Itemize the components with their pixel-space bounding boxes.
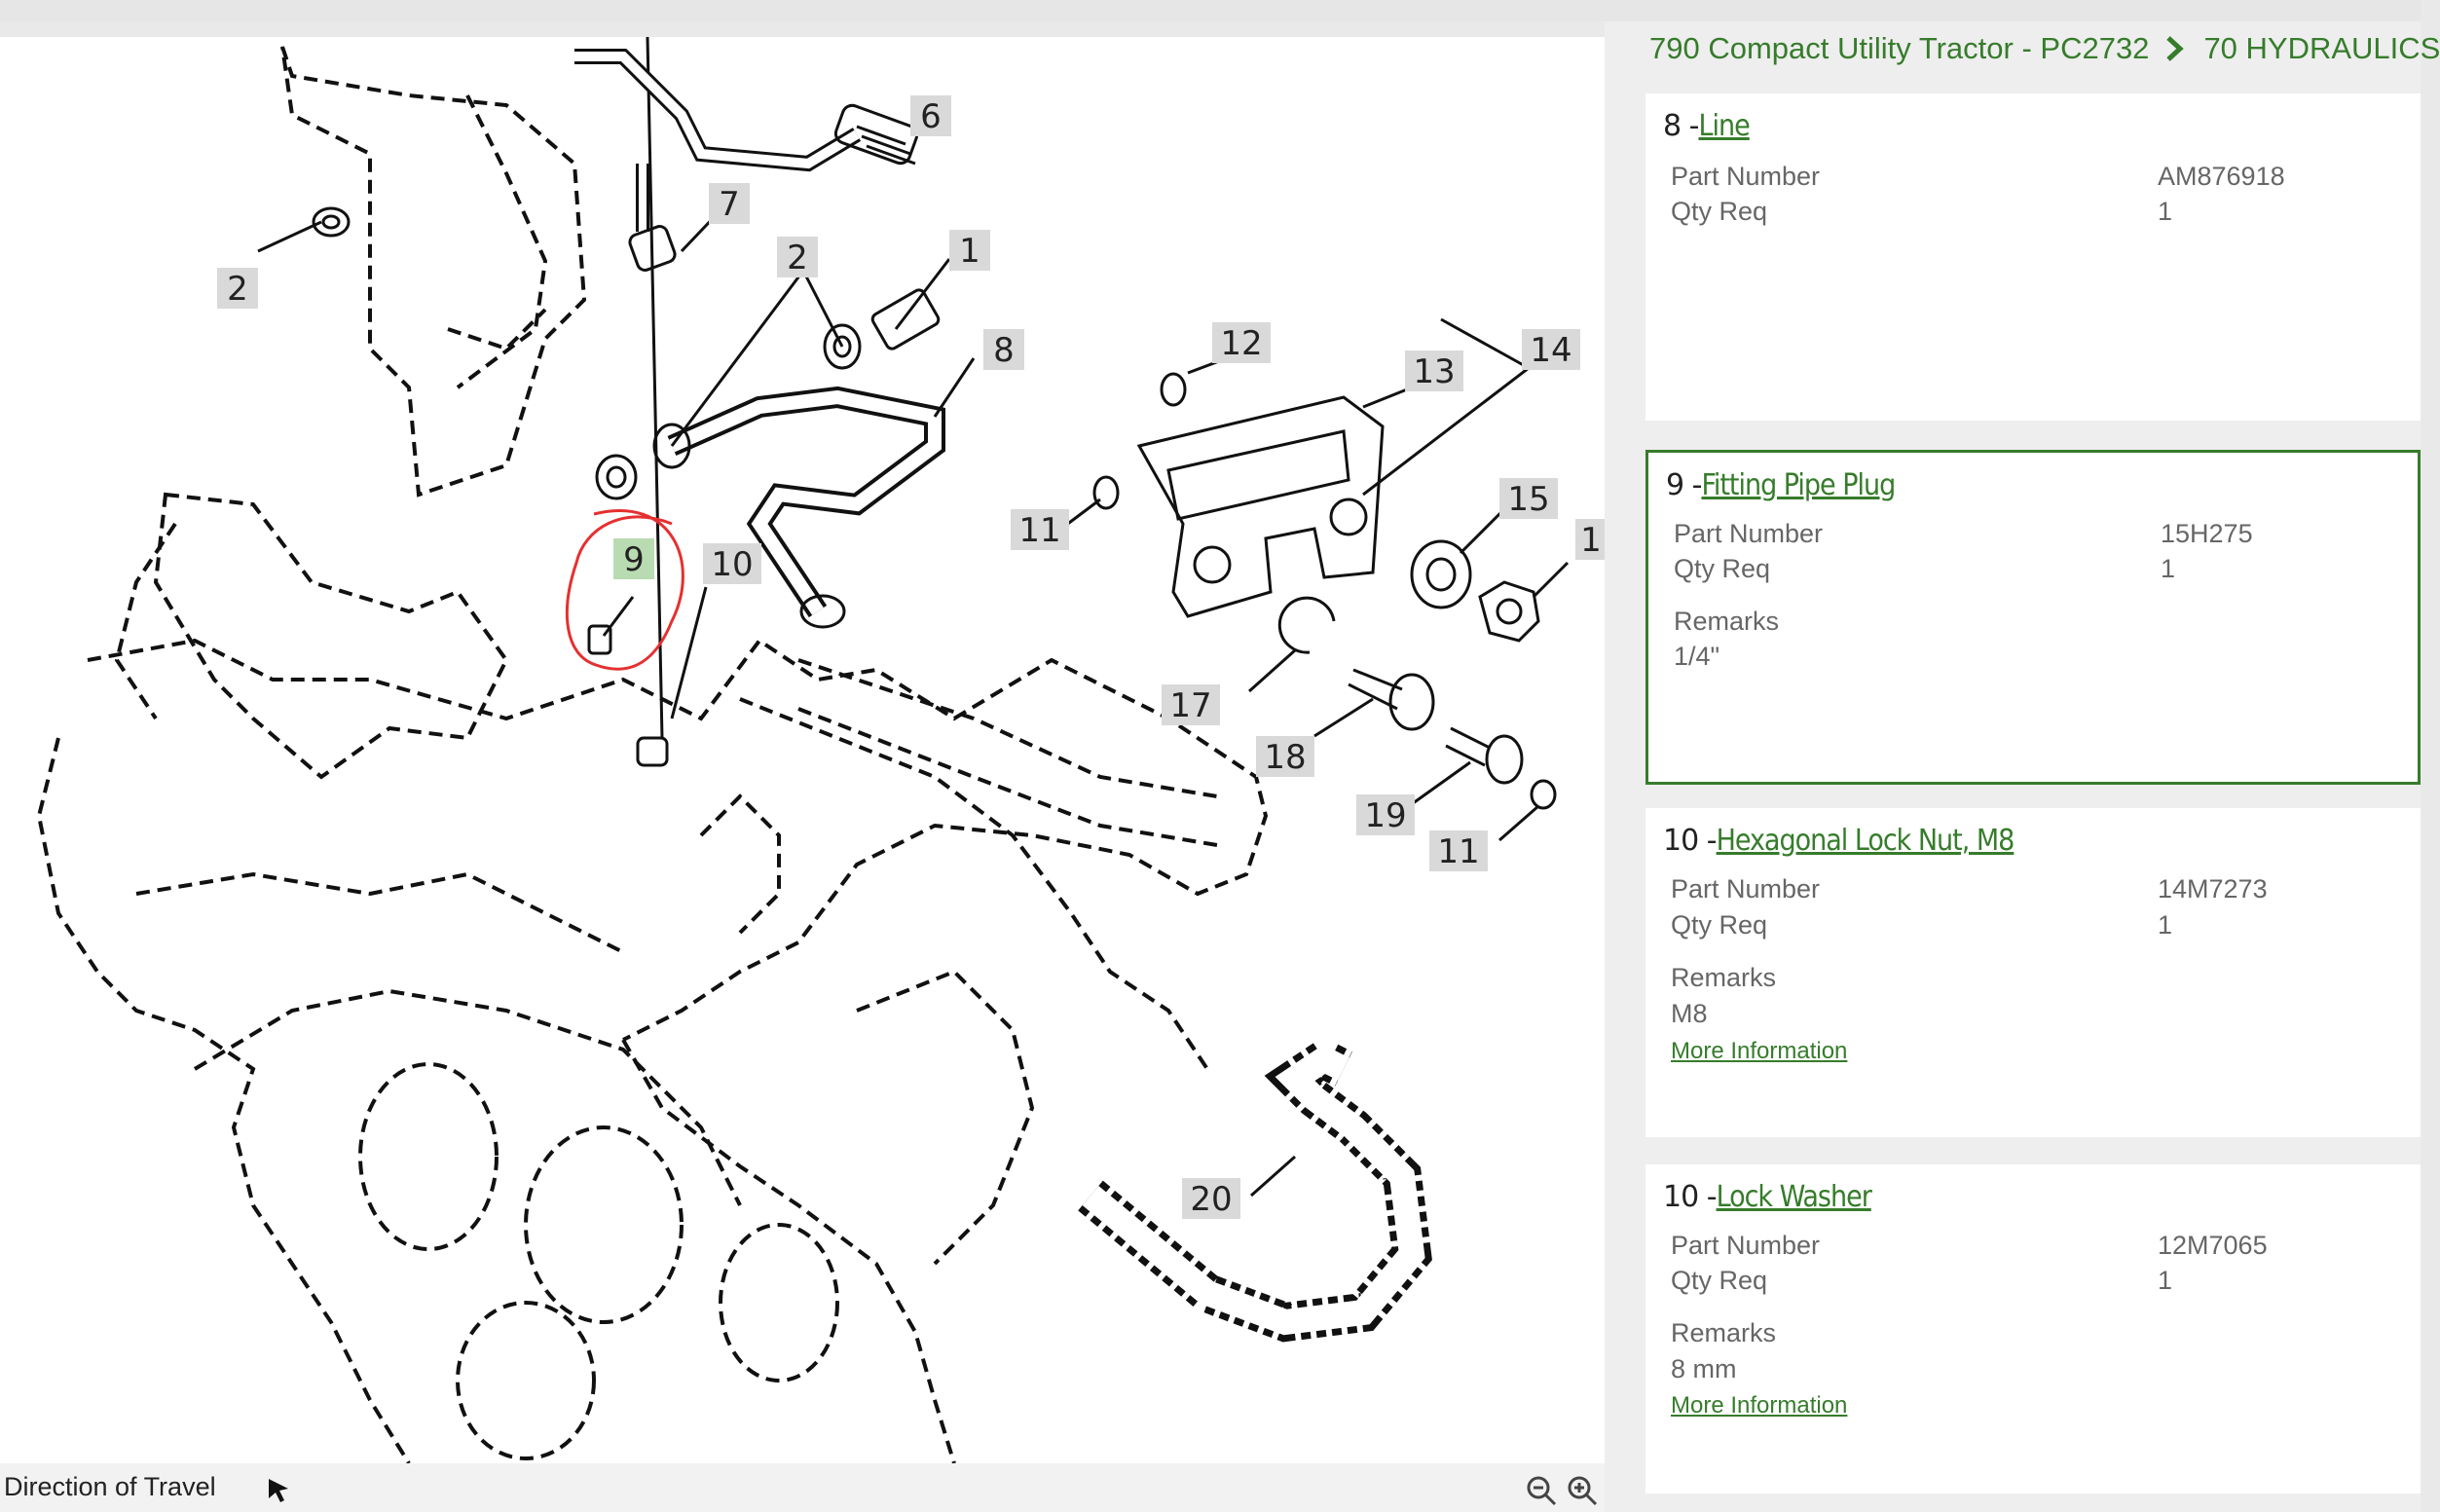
part-card-lock-washer[interactable]: 10 -Lock Washer Part Number 12M7065 Qty … [1645,1164,2421,1494]
part-item-number: 10 [1663,1180,1699,1214]
remarks-value: 1/4" [1674,642,1720,671]
part-name-link[interactable]: Lock Washer [1716,1180,1872,1214]
callout-8[interactable]: 8 [983,329,1024,370]
zoom-in-icon[interactable] [1566,1474,1599,1507]
callout-18[interactable]: 18 [1256,736,1314,777]
part-number-label: Part Number [1671,1231,1821,1260]
part-number-value: 12M7065 [2158,1231,2268,1260]
breadcrumb: 790 Compact Utility Tractor - PC2732 70 … [1649,27,2440,70]
breadcrumb-model-link[interactable]: 790 Compact Utility Tractor - PC2732 [1649,31,2150,65]
part-number-value: 15H275 [2161,519,2253,548]
part-name-link[interactable]: Hexagonal Lock Nut, M8 [1716,824,2015,858]
part-title: 10 -Hexagonal Lock Nut, M8 [1663,824,2015,858]
callout-17[interactable]: 17 [1162,684,1220,725]
remarks-label: Remarks [1671,963,1777,992]
part-name-link[interactable]: Fitting Pipe Plug [1701,468,1896,502]
cursor-arrow-icon [269,1479,288,1502]
qty-label: Qty Req [1671,197,1768,226]
part-number-value: 14M7273 [2158,874,2268,904]
callout-label: 1 [1580,521,1602,560]
part-title: 9 -Fitting Pipe Plug [1666,468,1896,502]
parts-diagram[interactable]: 6 7 2 1 2 8 12 13 14 9 10 11 15 1 17 18 … [0,36,1605,1465]
direction-of-travel-label: Direction of Travel [4,1472,216,1501]
callout-14[interactable]: 14 [1522,329,1580,370]
callout-label: 8 [993,331,1015,370]
callout-19[interactable]: 19 [1356,794,1415,835]
qty-label: Qty Req [1671,1266,1768,1295]
callout-16[interactable]: 1 [1575,519,1605,560]
callout-label: 17 [1169,686,1211,725]
part-number-label: Part Number [1671,162,1821,191]
callout-label: 11 [1018,511,1060,550]
part-number-value: AM876918 [2158,162,2285,191]
callout-9[interactable]: 9 [613,538,654,579]
callout-13[interactable]: 13 [1405,350,1463,391]
more-information-link[interactable]: More Information [1671,1392,1848,1419]
remarks-value: M8 [1671,999,1708,1028]
zoom-out-icon[interactable] [1525,1474,1558,1507]
part-card-line[interactable]: 8 -Line Part Number AM876918 Qty Req 1 [1645,93,2421,421]
diagram-toolbar [0,1463,1605,1512]
callout-label: 15 [1507,480,1549,519]
remarks-label: Remarks [1674,607,1780,636]
qty-value: 1 [2161,554,2176,583]
part-number-label: Part Number [1674,519,1824,548]
part-name-link[interactable]: Line [1698,109,1750,143]
highlight-circle [566,509,684,671]
qty-label: Qty Req [1671,910,1768,940]
part-number-label: Part Number [1671,874,1821,904]
breadcrumb-section-link[interactable]: 70 HYDRAULICS [2203,31,2440,65]
callout-1a[interactable]: 1 [949,230,990,271]
callout-7[interactable]: 7 [709,183,750,224]
part-card-hex-lock-nut[interactable]: 10 -Hexagonal Lock Nut, M8 Part Number 1… [1645,808,2421,1137]
callout-2b[interactable]: 2 [777,237,818,277]
callout-6[interactable]: 6 [910,95,951,136]
remarks-value: 8 mm [1671,1354,1737,1383]
callout-11b[interactable]: 11 [1429,830,1488,871]
chevron-right-icon [2166,36,2185,61]
callout-label: 2 [787,239,808,277]
remarks-label: Remarks [1671,1318,1777,1347]
qty-value: 1 [2158,1266,2173,1295]
callout-label: 18 [1264,738,1306,777]
callout-label: 6 [920,97,942,136]
top-bar [0,0,2421,21]
part-title: 10 -Lock Washer [1663,1180,1872,1214]
callout-label: 14 [1530,331,1571,370]
part-item-number: 10 [1663,824,1699,858]
callout-label: 7 [719,185,740,224]
callout-label: 10 [711,545,753,584]
callout-20[interactable]: 20 [1182,1178,1240,1219]
callout-12[interactable]: 12 [1212,322,1271,363]
callout-2a[interactable]: 2 [217,268,258,309]
part-card-fitting-pipe-plug[interactable]: 9 -Fitting Pipe Plug Part Number 15H275 … [1645,450,2421,785]
callout-15[interactable]: 15 [1499,478,1558,519]
part-item-number: 9 [1666,468,1684,502]
exploded-view-drawing: 6 7 2 1 2 8 12 13 14 9 10 11 15 1 17 18 … [36,36,1605,1465]
callout-label: 9 [623,540,645,579]
callout-11a[interactable]: 11 [1011,509,1069,550]
qty-label: Qty Req [1674,554,1771,583]
callout-label: 19 [1364,796,1406,835]
callout-label: 13 [1413,352,1455,391]
part-item-number: 8 [1663,109,1682,143]
callout-label: 11 [1437,832,1479,871]
callout-label: 12 [1220,324,1262,363]
callout-label: 20 [1190,1180,1232,1219]
qty-value: 1 [2158,910,2173,940]
callout-label: 1 [959,232,980,271]
callout-10[interactable]: 10 [703,543,761,584]
part-title: 8 -Line [1663,109,1751,143]
more-information-link[interactable]: More Information [1671,1038,1848,1064]
callout-label: 2 [227,270,248,309]
qty-value: 1 [2158,197,2173,226]
